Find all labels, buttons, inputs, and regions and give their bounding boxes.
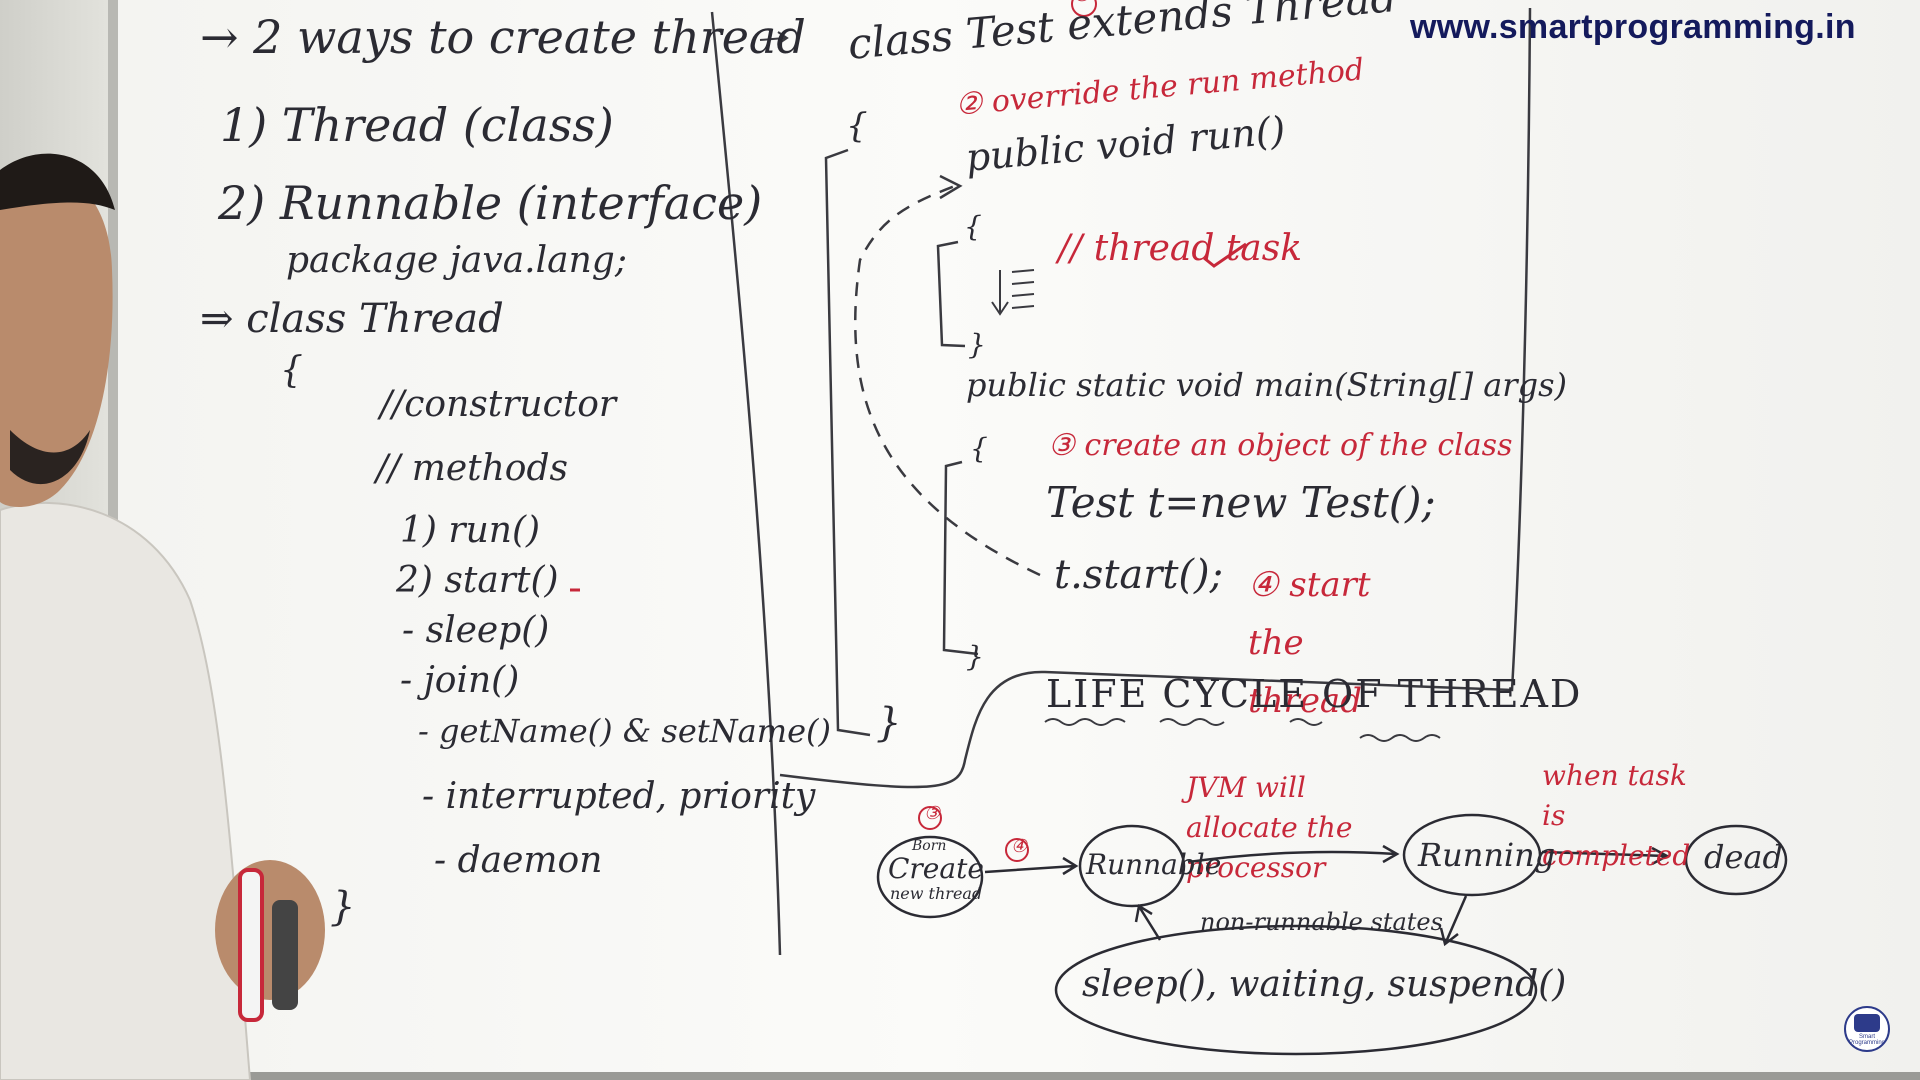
whiteboard-tray: [118, 1072, 1920, 1080]
state-running-label: Running: [1418, 836, 1556, 874]
logo-text: Smart Programming: [1848, 1034, 1885, 1046]
main-signature: public static void main(String[] args): [966, 366, 1567, 404]
lifecycle-title: LIFE CYCLE OF THREAD: [1046, 672, 1583, 716]
start-marker-circle: [1005, 838, 1029, 862]
running-to-blocked-arrow: [1439, 895, 1468, 947]
logo-icon: [1854, 1014, 1880, 1032]
constructor-comment: //constructor: [380, 384, 617, 425]
step-1-marker: ①: [1072, 0, 1092, 7]
state-dead-label: dead: [1704, 838, 1783, 876]
thread-open-brace: {: [280, 350, 303, 391]
way-1-thread-class: 1) Thread (class): [220, 98, 614, 152]
state-running-ellipse: [1402, 813, 1542, 897]
run-close-brace: }: [968, 328, 986, 361]
way-2-runnable: 2) Runnable (interface): [218, 176, 763, 230]
presenter-beard: [10, 430, 90, 485]
task-completed-note: when task is completed: [1542, 759, 1691, 872]
blocked-to-runnable-arrow: [1134, 903, 1162, 941]
method-start: 2) start(): [396, 560, 559, 601]
red-check-mark: [1203, 242, 1247, 268]
website-watermark: www.smartprogramming.in: [1410, 8, 1856, 46]
black-marker: [272, 900, 298, 1010]
method-daemon: - daemon: [434, 840, 603, 881]
task-down-arrow: [991, 270, 1009, 316]
main-open-brace: {: [970, 432, 988, 465]
method-interrupted-priority: - interrupted, priority: [422, 776, 816, 817]
start-to-run-arrow: [854, 184, 1041, 577]
running-to-dead-arrow: [1541, 846, 1670, 866]
presenter: [0, 153, 325, 1080]
jvm-allocate-note: JVM will allocate the processor: [1186, 771, 1353, 884]
state-new-thread-label: new thread: [890, 884, 983, 903]
state-runnable-label: Runnable: [1086, 848, 1222, 881]
presenter-hand: [215, 860, 325, 1000]
object-creation-line: Test t=new Test();: [1046, 478, 1436, 527]
method-run: 1) run(): [400, 510, 541, 551]
run-bracket: [936, 240, 966, 348]
create-to-runnable-arrow: [984, 856, 1079, 876]
method-sleep: - sleep(): [402, 610, 550, 651]
package-line: package java.lang;: [286, 240, 627, 281]
state-create-ellipse: [876, 835, 984, 919]
thread-close-brace: }: [330, 884, 356, 930]
runnable-to-running-arrow: [1187, 844, 1400, 864]
step1-marker-circle: [1071, 0, 1097, 17]
ways-heading: → 2 ways to create thread: [200, 10, 806, 64]
state-blocked-ellipse: [1054, 924, 1538, 1056]
methods-comment: // methods: [376, 448, 568, 489]
presenter-face: [0, 174, 113, 507]
channel-logo: Smart Programming: [1844, 1006, 1890, 1052]
step-3-note: ③ create an object of the class: [1048, 428, 1513, 463]
state-runnable-ellipse: [1078, 824, 1186, 908]
start-marker: ④: [1011, 836, 1028, 857]
presenter-hair: [0, 153, 115, 210]
thread-task-comment: // thread task: [1058, 228, 1303, 269]
task-lines: [1011, 269, 1035, 309]
state-dead-ellipse: [1684, 824, 1788, 896]
method-join: - join(): [400, 660, 520, 701]
divider-line: [710, 11, 782, 956]
state-create-label: Create: [888, 852, 984, 885]
run-open-brace: {: [964, 210, 982, 243]
state-blocked-label: sleep(), waiting, suspend(): [1082, 964, 1567, 1005]
code-box-outline: [779, 7, 1532, 789]
step-4-note: ④ start the thread: [1248, 565, 1371, 721]
state-born-label: Born: [912, 838, 947, 854]
whiteboard: [118, 0, 1920, 1080]
non-runnable-states-label: non-runnable states: [1200, 908, 1443, 936]
top-arrow: [759, 31, 789, 45]
class-open-brace: {: [846, 106, 868, 146]
main-close-brace: }: [966, 640, 984, 673]
start-call-line: t.start();: [1054, 552, 1224, 598]
born-marker: ③: [924, 803, 941, 824]
born-marker-circle: [918, 806, 942, 830]
title-underline: [1044, 718, 1441, 742]
class-close-brace: }: [876, 700, 902, 746]
presenter-shirt: [0, 501, 252, 1080]
method-get-set-name: - getName() & setName(): [418, 712, 831, 750]
class-thread-line: ⇒ class Thread: [200, 296, 504, 342]
main-bracket: [942, 460, 979, 656]
start-to-run-arrowhead: [939, 174, 963, 200]
class-bracket: [824, 148, 871, 737]
red-marker: [238, 868, 264, 1022]
